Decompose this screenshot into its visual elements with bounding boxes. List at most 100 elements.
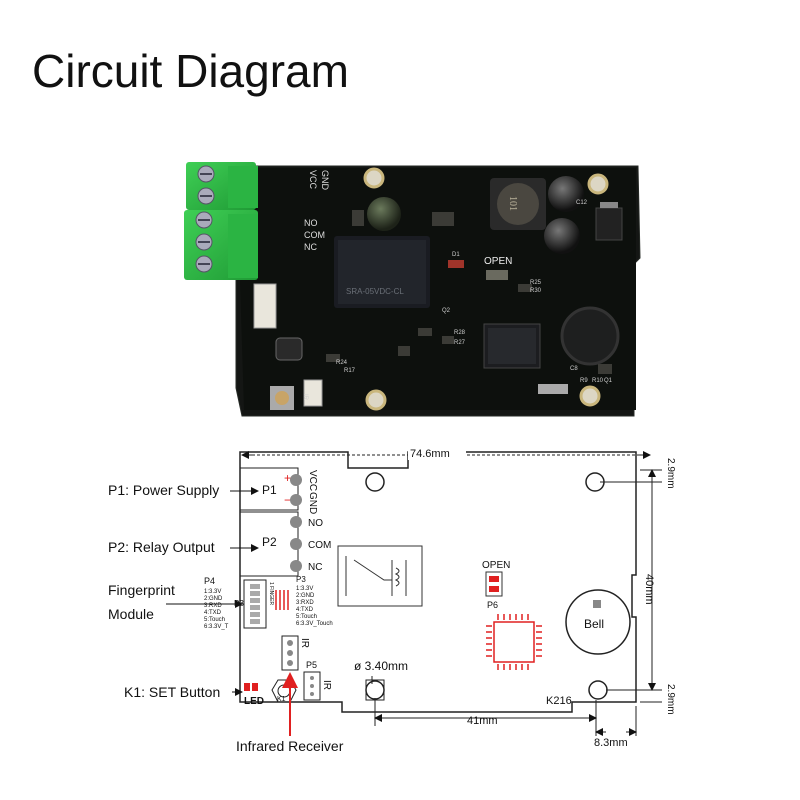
p3-pin: 1:3.3V bbox=[296, 586, 313, 592]
p4-pin-list: 1:3.3V 2:GND 3:RXD 4:TXD 5:Touch 6:3.3V_… bbox=[204, 589, 229, 630]
silk-r17: R17 bbox=[344, 368, 356, 374]
p4-pin: 5:Touch bbox=[204, 617, 225, 623]
mcu-chip bbox=[483, 323, 541, 369]
p2-label: P2 bbox=[262, 535, 277, 549]
diag-led: LED bbox=[244, 696, 264, 707]
mount-hole bbox=[365, 472, 385, 492]
ir-header bbox=[281, 635, 299, 671]
diag-p6: P6 bbox=[487, 600, 498, 610]
buzzer bbox=[560, 306, 620, 366]
silk-open: OPEN bbox=[484, 256, 512, 267]
set-button bbox=[270, 386, 294, 410]
silk-r24: R24 bbox=[336, 360, 348, 366]
p4-pin: 3:RXD bbox=[204, 603, 222, 609]
p4-pin: 6:3.3V_T bbox=[204, 624, 229, 630]
diag-k1: K1 bbox=[277, 696, 286, 703]
mount-hole bbox=[588, 680, 608, 700]
mount-hole bbox=[579, 385, 601, 407]
dim-height: 40mm bbox=[643, 574, 655, 605]
mount-hole bbox=[365, 389, 387, 411]
diag-vcc: VCC bbox=[307, 470, 318, 491]
board-diagram: 74.6mm 40mm 2.9mm 2.9mm 41mm 8.3mm ø 3.4… bbox=[166, 446, 676, 749]
dim-hole-spacing: 41mm bbox=[467, 715, 498, 727]
silk-q1: Q1 bbox=[604, 378, 613, 384]
p3-pin: 6:3.3V_Touch bbox=[296, 621, 333, 627]
diag-p5: P5 bbox=[306, 660, 317, 670]
silk-no: NO bbox=[304, 218, 318, 228]
silk-d1: D1 bbox=[452, 252, 460, 258]
diag-com: COM bbox=[308, 540, 331, 551]
p3-pin: 3:RXD bbox=[296, 600, 314, 606]
board-outline bbox=[239, 451, 637, 713]
capacitor bbox=[367, 197, 401, 231]
silk-ir: IR bbox=[302, 394, 308, 401]
silk-c8: C8 bbox=[570, 366, 578, 372]
pcb-photo: VCC GND NO COM NC SRA-05VDC-CL 101 OPEN bbox=[184, 162, 641, 417]
p4-pin: 1:3.3V bbox=[204, 589, 221, 595]
minus-sign: − bbox=[284, 493, 291, 507]
jumper-p6 bbox=[485, 571, 503, 597]
silk-r27: R27 bbox=[454, 340, 466, 346]
silk-r10: R10 bbox=[592, 378, 604, 384]
label-relay-output: P2: Relay Output bbox=[108, 539, 215, 555]
terminal-block-p2 bbox=[184, 210, 258, 280]
mcu-symbol bbox=[486, 614, 542, 670]
silk-q2: Q2 bbox=[442, 308, 451, 314]
diag-no: NO bbox=[308, 518, 323, 529]
terminal-block-p1 bbox=[186, 162, 258, 210]
p3-pin-list: 1:3.3V 2:GND 3:RXD 4:TXD 5:Touch 6:3.3V_… bbox=[296, 586, 333, 627]
silk-c12: C12 bbox=[576, 200, 588, 206]
diag-ir-lower: IR bbox=[321, 680, 332, 690]
relay-symbol bbox=[337, 545, 423, 607]
silk-nc: NC bbox=[304, 242, 317, 252]
diag-ir-upper: IR bbox=[299, 638, 310, 648]
diag-p4: P4 bbox=[204, 576, 215, 586]
capacitor bbox=[544, 218, 580, 254]
silk-gnd: GND bbox=[320, 170, 330, 191]
silk-r9: R9 bbox=[580, 378, 588, 384]
terminal-pin bbox=[290, 516, 302, 528]
mount-hole bbox=[365, 680, 385, 700]
p1-block bbox=[239, 467, 299, 511]
regulator bbox=[595, 207, 623, 241]
diag-bell: Bell bbox=[584, 617, 604, 631]
dim-hole-edge: 8.3mm bbox=[594, 737, 628, 749]
p5-connector bbox=[303, 671, 321, 701]
plus-sign: + bbox=[284, 471, 291, 485]
mount-hole bbox=[363, 167, 385, 189]
diag-gnd: GND bbox=[307, 492, 318, 514]
mount-hole bbox=[587, 173, 609, 195]
relay: SRA-05VDC-CL bbox=[334, 236, 430, 308]
terminal-pin bbox=[290, 494, 302, 506]
p3-connector bbox=[243, 579, 267, 629]
label-set-button: K1: SET Button bbox=[124, 684, 221, 700]
label-infrared-receiver: Infrared Receiver bbox=[236, 738, 344, 754]
dim-hole-top: 2.9mm bbox=[665, 458, 676, 489]
p1-label: P1 bbox=[262, 483, 277, 497]
silk-com: COM bbox=[304, 230, 325, 240]
inductor-label: 101 bbox=[507, 196, 518, 211]
label-module: Module bbox=[108, 606, 154, 622]
connector-p3 bbox=[253, 283, 277, 329]
diag-nc: NC bbox=[308, 562, 322, 573]
diag-open: OPEN bbox=[482, 560, 510, 571]
dim-width: 74.6mm bbox=[410, 448, 450, 460]
diag-model: K216 bbox=[546, 695, 572, 707]
silk-vcc: VCC bbox=[308, 170, 318, 190]
silk-r30: R30 bbox=[530, 288, 542, 294]
ir-connector bbox=[303, 379, 323, 407]
silk-r25: R25 bbox=[530, 280, 542, 286]
label-power-supply: P1: Power Supply bbox=[108, 482, 220, 498]
silk-r28: R28 bbox=[454, 330, 466, 336]
terminal-pin bbox=[290, 474, 302, 486]
terminal-pin bbox=[290, 560, 302, 572]
ir-receiver bbox=[275, 337, 303, 361]
p4-pin: 2:GND bbox=[204, 596, 223, 602]
relay-text: SRA-05VDC-CL bbox=[346, 287, 404, 296]
terminal-pin bbox=[290, 538, 302, 550]
capacitor bbox=[548, 176, 584, 212]
dim-hole-bottom: 2.9mm bbox=[665, 684, 676, 715]
page-title: Circuit Diagram bbox=[32, 45, 349, 97]
inductor: 101 bbox=[490, 178, 546, 230]
hole-diameter: ø 3.40mm bbox=[354, 659, 408, 673]
